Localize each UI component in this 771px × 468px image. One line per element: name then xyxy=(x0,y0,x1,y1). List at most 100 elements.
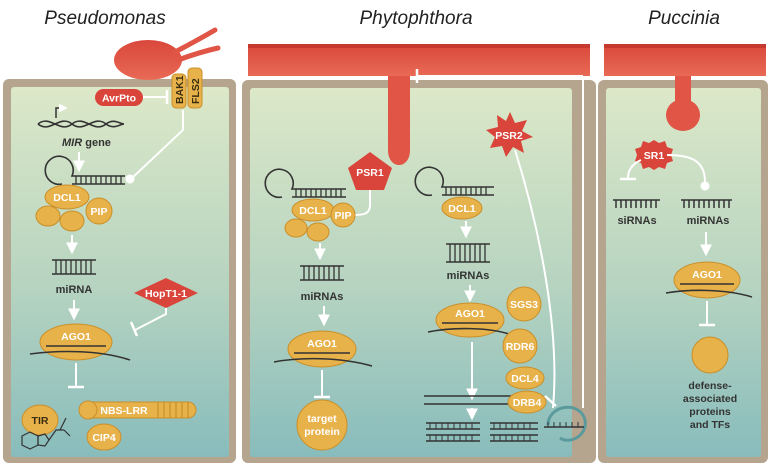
pip-label-mid: PIP xyxy=(335,210,352,222)
receptor-signal-line xyxy=(131,110,184,179)
cip4-protein xyxy=(86,423,122,451)
sirnas-label: siRNAs xyxy=(617,215,656,227)
hopt1-inhibition-bar xyxy=(129,321,139,337)
ago1-target-right xyxy=(665,289,753,298)
mirna-duplex-rungs xyxy=(55,260,92,274)
puccinia-hypha-edge xyxy=(604,44,766,48)
psr2-inhibition-bar xyxy=(544,395,557,407)
sr1-activation-dot xyxy=(700,181,710,191)
phytophthora-hypha xyxy=(248,44,590,76)
mirnas-label-right: miRNAs xyxy=(687,215,730,227)
panel-phytophthora: PSR1 PSR2 DCL1 PIP miRNAs xyxy=(242,44,596,463)
mirnas-label-mid-left: miRNAs xyxy=(301,291,344,303)
mirna-label: miRNA xyxy=(56,284,93,296)
ago1-label-mid-left: AGO1 xyxy=(307,338,337,350)
sirna-bundle-rungs xyxy=(429,422,579,441)
mirna-duplex-right xyxy=(681,199,732,208)
cip4-label: CIP4 xyxy=(92,432,116,444)
hopt1-diamond xyxy=(134,278,198,308)
mirna-rungs-mid-right xyxy=(449,244,486,262)
dcl1-lobe-mid-1 xyxy=(284,218,308,238)
dcl1-label-left: DCL1 xyxy=(53,192,81,204)
ago1-label-mid-right: AGO1 xyxy=(455,308,485,320)
sr1-label: SR1 xyxy=(644,150,665,162)
bak1-label: BAK1 xyxy=(174,75,186,104)
title-puccinia: Puccinia xyxy=(648,8,720,29)
receptor-signal-dot xyxy=(125,174,135,184)
defense-protein-circle xyxy=(691,336,729,374)
panel-puccinia: SR1 siRNAs miRNAs AGO1 defens xyxy=(598,44,768,463)
psr1-pentagon xyxy=(348,152,392,190)
mir-promoter-arrow xyxy=(55,103,68,118)
puccinia-haustorium-body xyxy=(666,99,700,131)
hairpin-rungs-left xyxy=(75,176,122,184)
bacterium-flagellum-2 xyxy=(175,45,221,63)
dcl1-lobe-1 xyxy=(35,205,61,227)
hopt1-label: HopT1-1 xyxy=(145,288,187,300)
tir-label: TIR xyxy=(32,415,49,427)
mirna-duplex-mid-left xyxy=(300,265,344,281)
bacterium-flagellum xyxy=(172,27,218,55)
defense-label-line3: proteins xyxy=(689,406,731,418)
rdr6-protein xyxy=(502,328,538,364)
nbs-lrr-protein xyxy=(83,401,197,419)
pip-protein-mid xyxy=(330,202,356,228)
sgs3-label: SGS3 xyxy=(510,299,538,311)
small-molecule-icon xyxy=(21,417,71,450)
sr1-activation-line xyxy=(666,154,706,183)
mirna-duplex-mid-right xyxy=(446,243,490,263)
rdr6-label: RDR6 xyxy=(506,341,535,353)
dcl4-protein xyxy=(505,366,545,390)
mirna-rungs-mid-left xyxy=(303,266,340,280)
dcl1-label-mid-left: DCL1 xyxy=(299,205,327,217)
avrpto-label: AvrPto xyxy=(102,93,136,105)
hairpin-loop-left xyxy=(44,155,125,186)
target-protein-line2: protein xyxy=(304,426,340,438)
nbs-lrr-head xyxy=(78,400,98,420)
cytoplasm-left xyxy=(11,87,229,457)
defense-label-line2: associated xyxy=(683,393,737,405)
dcl1-lobe-2 xyxy=(59,210,85,232)
sirna-duplex-right xyxy=(613,199,660,208)
defense-label-line4: and TFs xyxy=(690,419,730,431)
psr2-label: PSR2 xyxy=(495,130,523,142)
ago1-label-left: AGO1 xyxy=(61,331,91,343)
target-protein-circle xyxy=(296,399,348,451)
nbs-lrr-label: NBS-LRR xyxy=(100,405,148,417)
mirna-duplex xyxy=(52,259,96,275)
psr1-label: PSR1 xyxy=(356,167,384,179)
fls2-label: FLS2 xyxy=(190,78,202,104)
drb4-protein xyxy=(507,390,547,414)
dcl1-label-mid-right: DCL1 xyxy=(448,203,476,215)
dcl1-enzyme xyxy=(44,184,90,210)
ago1-right xyxy=(673,261,741,299)
hairpin-loop-mid-right xyxy=(414,166,494,197)
title-pseudomonas: Pseudomonas xyxy=(44,8,166,29)
defense-label-line1: defense- xyxy=(688,380,732,392)
avrpto-pill xyxy=(95,89,143,106)
drb4-label: DRB4 xyxy=(513,397,542,409)
secondary-rna-curl xyxy=(546,405,587,442)
hairpin-rungs-mid-right xyxy=(445,187,487,195)
psr2-effect-line xyxy=(514,149,556,409)
sr1-inhibition-line xyxy=(627,159,642,179)
puccinia-hypha xyxy=(604,44,766,76)
ago1-label-right: AGO1 xyxy=(692,269,722,281)
ago1-target-mid-right xyxy=(427,327,513,336)
ago1-target-mid-left xyxy=(273,357,373,367)
dcl1-lobe-mid-2 xyxy=(306,222,330,242)
sr1-shape xyxy=(635,140,673,170)
hairpin-loop-mid-left xyxy=(264,168,346,199)
pip-protein-left xyxy=(85,197,113,225)
dcl1-enzyme-mid-right xyxy=(441,196,483,220)
psr2-star xyxy=(486,112,533,157)
dcl4-label: DCL4 xyxy=(511,373,539,385)
title-phytophthora: Phytophthora xyxy=(359,8,472,29)
ago1-target-left xyxy=(29,350,131,361)
target-protein-line1: target xyxy=(307,413,337,425)
panel-pseudomonas: AvrPto BAK1 FLS2 MIR gene DCL1 xyxy=(3,27,236,463)
mir-gene-strand-2 xyxy=(37,120,125,128)
phytophthora-hypha-edge xyxy=(248,44,590,48)
phytophthora-haustorium xyxy=(388,76,410,165)
